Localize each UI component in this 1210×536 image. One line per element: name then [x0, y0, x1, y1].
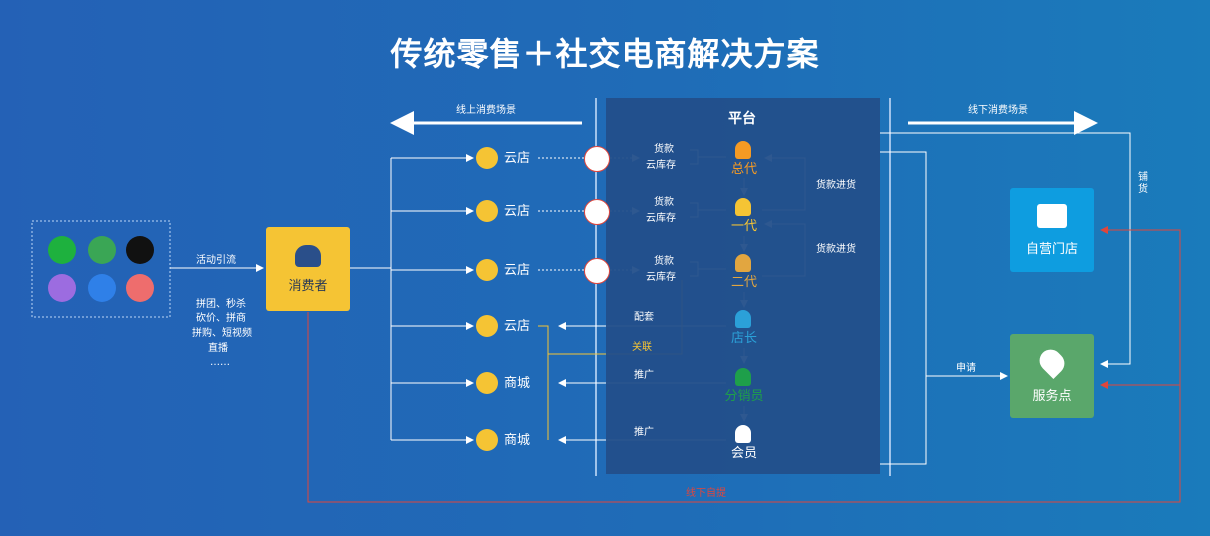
channel-source-label: 活动引流 [196, 255, 236, 266]
location-pin-icon [1035, 344, 1069, 379]
marketing-line-5: …… [210, 357, 230, 368]
offline-scene-label: 线下消费场景 [968, 105, 1028, 116]
marketing-line-3: 拼购、短视频 [192, 328, 252, 339]
peihuo-label: 配套 [634, 312, 654, 323]
wechat-icon [48, 236, 76, 264]
link-icon [584, 258, 610, 284]
member-icon [735, 425, 751, 443]
mall-icon [476, 372, 498, 394]
marketing-line-2: 砍价、拼商 [196, 313, 246, 324]
mall-1-label: 商城 [504, 376, 531, 391]
role-second-agent: 二代 [730, 275, 757, 290]
miniprogram-icon [88, 236, 116, 264]
page-title: 传统零售＋社交电商解决方案 [390, 35, 820, 73]
platform-panel [606, 98, 880, 474]
app-icon [88, 274, 116, 302]
online-scene-label: 线上消费场景 [456, 105, 516, 116]
self-store-node: 自营门店 [1010, 188, 1094, 272]
self-store-label: 自营门店 [1025, 241, 1078, 257]
store-icon [476, 200, 498, 222]
service-point-node: 服务点 [1010, 334, 1094, 418]
marketing-line-4: 直播 [208, 343, 228, 354]
offline-pickup-label: 线下自提 [686, 488, 726, 499]
marketing-line-1: 拼团、秒杀 [196, 299, 246, 310]
pay-stock-label-1: 货款进货 [816, 180, 856, 191]
store-manager-icon [735, 310, 751, 328]
stock-label-1: 云库存 [646, 160, 676, 171]
storefront-icon [1037, 203, 1067, 228]
stock-label-2: 云库存 [646, 213, 676, 224]
role-member: 会员 [730, 446, 757, 461]
link-icon [584, 199, 610, 225]
store-icon [476, 259, 498, 281]
apply-label: 申请 [956, 363, 976, 374]
second-agent-icon [735, 254, 751, 272]
shop-icon [126, 274, 154, 302]
consumer-node: 消费者 [266, 227, 350, 311]
consumer-label: 消费者 [288, 278, 328, 294]
mall-2-label: 商城 [504, 433, 531, 448]
store-1-label: 云店 [504, 151, 531, 166]
mall-icon [476, 429, 498, 451]
store-icon [476, 315, 498, 337]
distributor-icon [735, 368, 751, 386]
role-distributor: 分销员 [724, 389, 764, 404]
guanlian-label: 关联 [632, 342, 652, 353]
users-icon [295, 244, 321, 267]
puhuo-label: 铺货 [1138, 172, 1148, 195]
role-general-agent: 总代 [730, 162, 757, 177]
store-4-label: 云店 [504, 319, 531, 334]
general-agent-icon [735, 141, 751, 159]
payment-label-2: 货款 [654, 197, 674, 208]
service-point-label: 服务点 [1032, 388, 1072, 404]
role-first-agent: 一代 [730, 219, 757, 234]
tuiguang-label-1: 推广 [634, 370, 654, 381]
h5-icon [48, 274, 76, 302]
store-2-label: 云店 [504, 204, 531, 219]
douyin-icon [126, 236, 154, 264]
first-agent-icon [735, 198, 751, 216]
payment-label-3: 货款 [654, 256, 674, 267]
platform-title: 平台 [728, 111, 756, 127]
pay-stock-label-2: 货款进货 [816, 244, 856, 255]
store-3-label: 云店 [504, 263, 531, 278]
tuiguang-label-2: 推广 [634, 427, 654, 438]
link-icon [584, 146, 610, 172]
store-icon [476, 147, 498, 169]
role-store-manager: 店长 [730, 331, 757, 346]
payment-label-1: 货款 [654, 144, 674, 155]
stock-label-3: 云库存 [646, 272, 676, 283]
